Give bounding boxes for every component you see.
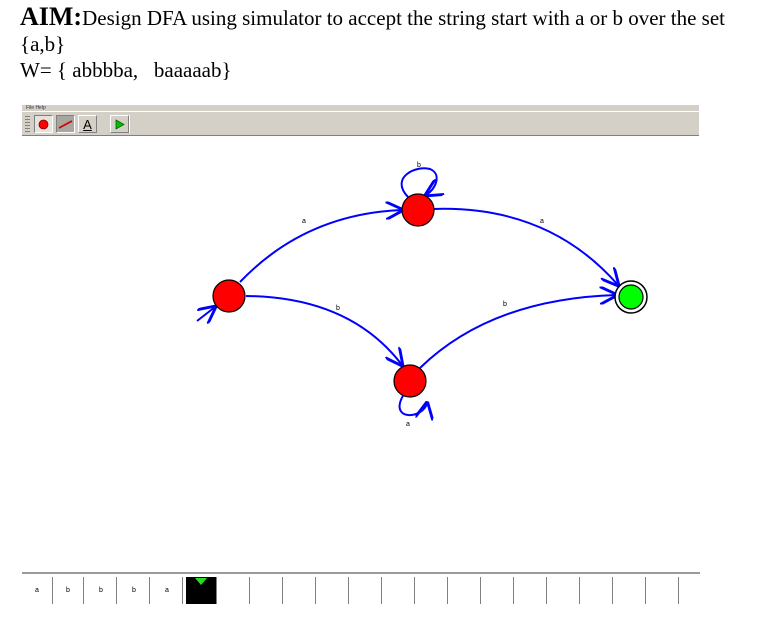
- aim-header: AIM:Design DFA using simulator to accept…: [20, 4, 775, 83]
- diagram-canvas[interactable]: a b b a a b: [22, 137, 699, 567]
- tape-cell[interactable]: b: [86, 577, 117, 604]
- tape-cell[interactable]: [318, 577, 349, 604]
- text-a-icon: A: [83, 116, 92, 132]
- label-q2-loop: a: [406, 421, 410, 428]
- edge-q1-q3[interactable]: [432, 207, 618, 285]
- tape-cell[interactable]: b: [119, 577, 150, 604]
- tape-cell[interactable]: [285, 577, 316, 604]
- alphabet-text: {a,b}: [20, 32, 66, 56]
- tape-cell[interactable]: [219, 577, 250, 604]
- state-q1[interactable]: [401, 193, 435, 227]
- tape-cell[interactable]: [483, 577, 514, 604]
- edge-q2-q3[interactable]: [419, 295, 616, 369]
- text-tool-button[interactable]: A: [78, 115, 97, 133]
- aim-label: AIM:: [20, 2, 83, 31]
- green-play-icon: [115, 118, 125, 130]
- label-q0-q1: a: [302, 218, 306, 225]
- dfa-diagram: a b b a a b: [196, 162, 648, 428]
- tape-cell[interactable]: [516, 577, 547, 604]
- input-tape: a b b b a: [22, 572, 700, 604]
- tape-cell[interactable]: [648, 577, 679, 604]
- tape-cell[interactable]: [615, 577, 646, 604]
- tape-head-cell[interactable]: [186, 577, 217, 604]
- strings-text: W= { abbbba, baaaaab}: [20, 58, 232, 82]
- label-q1-loop: b: [417, 162, 421, 169]
- tape-cell[interactable]: [549, 577, 580, 604]
- tape-cell[interactable]: [417, 577, 448, 604]
- run-tool-button[interactable]: [110, 115, 129, 133]
- edge-q0-q1[interactable]: [239, 210, 402, 283]
- state-q0[interactable]: [212, 279, 246, 313]
- label-q2-q3: b: [503, 301, 507, 308]
- tape-cell[interactable]: a: [22, 577, 53, 604]
- tape-cell[interactable]: [351, 577, 382, 604]
- toolbar: A: [22, 111, 699, 136]
- red-line-icon: [58, 120, 73, 129]
- tape-cell[interactable]: [252, 577, 283, 604]
- state-q3[interactable]: [618, 284, 644, 310]
- label-q1-q3: a: [540, 218, 544, 225]
- state-q2[interactable]: [393, 364, 427, 398]
- label-q0-q2: b: [336, 305, 340, 312]
- tape-head-marker-icon: [195, 578, 207, 585]
- edge-q1-loop[interactable]: [400, 167, 437, 198]
- menu-bar-text[interactable]: File Help: [26, 105, 46, 111]
- menu-bar[interactable]: File Help: [22, 104, 699, 112]
- state-tool-button[interactable]: [34, 115, 53, 133]
- tape-cell[interactable]: [384, 577, 415, 604]
- tape-cell[interactable]: a: [152, 577, 183, 604]
- edge-q0-q2[interactable]: [245, 295, 402, 365]
- initial-arrow: [196, 307, 215, 321]
- aim-line: AIM:Design DFA using simulator to accept…: [20, 4, 775, 31]
- tape-cell[interactable]: [450, 577, 481, 604]
- toolbar-grip[interactable]: [25, 115, 30, 132]
- aim-text: Design DFA using simulator to accept the…: [82, 6, 726, 30]
- tape-cell[interactable]: b: [53, 577, 84, 604]
- tape-cell[interactable]: [582, 577, 613, 604]
- edge-q2-loop[interactable]: [398, 393, 427, 415]
- tape-cell[interactable]: [681, 577, 700, 604]
- red-circle-icon: [38, 119, 49, 129]
- transition-tool-button[interactable]: [56, 115, 75, 133]
